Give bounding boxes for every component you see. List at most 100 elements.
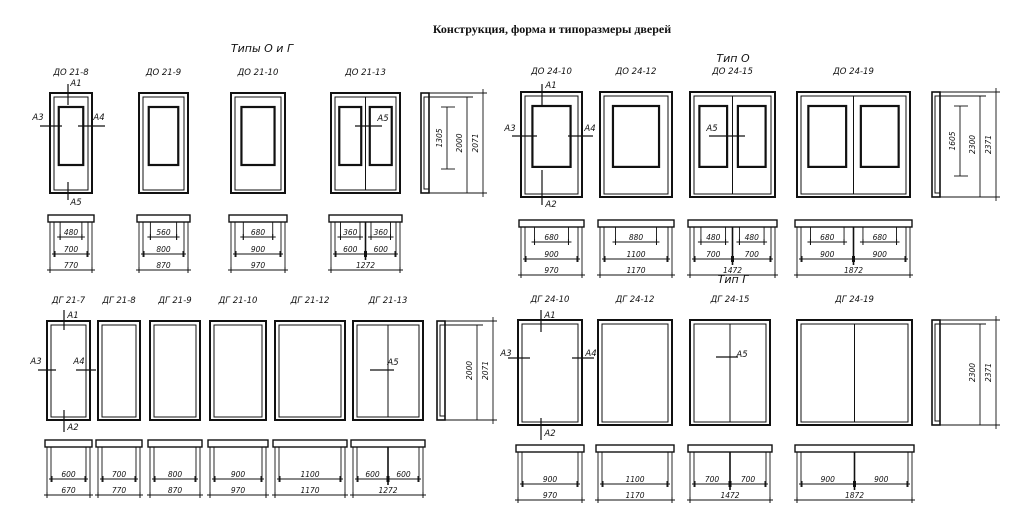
door-frame: [274, 320, 346, 421]
dimension-label: 870: [156, 261, 171, 270]
glass-panel: [531, 104, 572, 169]
door-label: ДГ 21-13: [368, 296, 408, 306]
door-label: ДГ 21-12: [290, 296, 330, 306]
door-label: ДГ 24-12: [615, 295, 655, 305]
section-mark: А2: [543, 429, 555, 439]
height-label: 2071: [471, 133, 480, 152]
section-mark: А3: [29, 357, 41, 367]
dimension-label: 1472: [720, 491, 739, 500]
door-label: ДО 24-19: [832, 67, 874, 77]
door-frame: [330, 92, 401, 194]
section-mark: А4: [92, 113, 104, 123]
dimension-label: 900: [874, 475, 889, 484]
section-leaf: [934, 95, 941, 194]
door-frame: [520, 91, 583, 198]
section-mark: А4: [583, 124, 595, 134]
door-leaf: [234, 96, 282, 191]
door-label: ДГ 21-10: [218, 296, 258, 306]
dimension-label: 480: [745, 233, 760, 242]
section-mark: А1: [544, 81, 556, 91]
height-label: 2071: [481, 361, 490, 380]
door-frame: [352, 320, 424, 421]
plan-frame: [687, 444, 773, 453]
glass-panel: [859, 104, 900, 169]
door-frame: [796, 91, 911, 198]
dimension-label: 900: [251, 245, 266, 254]
dimension-label: 1170: [300, 486, 319, 495]
dimension-label: 770: [64, 261, 79, 270]
door-label: ДГ 24-15: [710, 295, 750, 305]
dimension-label: 600: [61, 470, 76, 479]
dimension-label: 870: [168, 486, 183, 495]
dimension-label: 700: [64, 245, 79, 254]
plan-frame: [47, 214, 95, 223]
door-leaf: [524, 95, 579, 195]
dimension-label: 680: [251, 228, 266, 237]
door-frame: [517, 319, 583, 426]
dimension-label: 770: [112, 486, 127, 495]
glass-panel: [338, 105, 363, 167]
dimension-label: 1170: [626, 266, 645, 275]
section-mark: А4: [72, 357, 84, 367]
door-frame: [97, 320, 141, 421]
plan-frame: [328, 214, 403, 223]
dimension-label: 700: [706, 250, 721, 259]
door-frame: [49, 92, 93, 194]
plan-frame: [515, 444, 585, 453]
height-label: 2371: [984, 135, 993, 154]
dimension-label: 900: [543, 475, 558, 484]
door-leaf: [101, 324, 137, 418]
plan-frame: [794, 444, 915, 453]
side-section: 2071 2000: [436, 317, 497, 424]
door-label: ДО 24-12: [615, 67, 657, 77]
door-label: ДГ 24-19: [834, 295, 874, 305]
door-leaf: [603, 95, 669, 195]
height-label: 2371: [984, 363, 993, 382]
dimension-label: 880: [629, 233, 644, 242]
group-title-top-right: Тип О: [716, 52, 750, 65]
dimension-label: 1472: [723, 266, 742, 275]
dimension-label: 1170: [625, 491, 644, 500]
door-label: ДО 24-10: [530, 67, 572, 77]
dimension-label: 1872: [845, 491, 864, 500]
door-frame: [597, 319, 673, 426]
door-frame: [599, 91, 673, 198]
dimension-label: 600: [374, 245, 389, 254]
section-frame: [436, 320, 446, 421]
glass-panel: [57, 105, 85, 167]
plan-frame: [147, 439, 203, 448]
section-mark: А3: [31, 113, 43, 123]
section-mark: А5: [376, 114, 388, 124]
glass-panel: [807, 104, 848, 169]
section-mark: А5: [735, 350, 747, 360]
dimension-label: 1272: [378, 486, 397, 495]
door-label: ДО 21-9: [145, 68, 181, 78]
dimension-label: 900: [820, 250, 835, 259]
door-leaf: [213, 324, 263, 418]
dimension-label: 600: [365, 470, 380, 479]
section-mark: А3: [503, 124, 515, 134]
section-leaf: [934, 323, 941, 422]
dimension-label: 360: [343, 228, 358, 237]
door-frame: [149, 320, 201, 421]
height-label: 2000: [465, 361, 474, 380]
section-mark: А5: [705, 124, 717, 134]
dimension-label: 680: [544, 233, 559, 242]
door-label: ДО 21-10: [237, 68, 279, 78]
section-frame: [420, 92, 430, 194]
plan-frame: [595, 444, 675, 453]
section-mark: А1: [66, 311, 78, 321]
glass-panel: [240, 105, 276, 167]
dimension-label: 680: [820, 233, 835, 242]
height-label: 2000: [455, 133, 464, 152]
dimension-label: 700: [705, 475, 720, 484]
